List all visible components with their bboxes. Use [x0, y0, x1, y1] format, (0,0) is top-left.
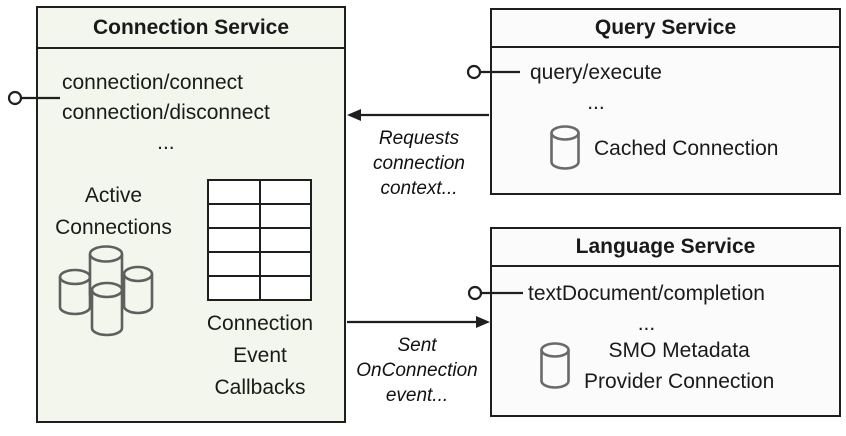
active-connections-label: Active Connections: [55, 184, 172, 239]
requests-connection-arrow: [347, 109, 489, 121]
cached-connection-label: Cached Connection: [594, 136, 779, 160]
query-service-box: Query Service query/execute ... Cached C…: [490, 8, 841, 195]
connection-service-methods: connection/connect connection/disconnect…: [62, 68, 270, 158]
sent-onconnection-label: Sent OnConnection event...: [356, 335, 478, 406]
connection-service-box: Connection Service connection/connect co…: [36, 6, 346, 423]
database-cylinders-icon: [58, 245, 154, 337]
language-service-box: Language Service textDocument/completion…: [490, 227, 841, 417]
method-connection-disconnect: connection/disconnect: [62, 101, 270, 124]
connection-service-title: Connection Service: [38, 8, 344, 49]
methods-ellipsis: ...: [637, 312, 656, 335]
language-service-title: Language Service: [492, 229, 839, 267]
methods-ellipsis: ...: [587, 91, 605, 114]
method-query-execute: query/execute: [530, 61, 662, 84]
sent-onconnection-arrow: [347, 316, 490, 328]
query-service-methods: query/execute ...: [530, 58, 662, 118]
database-cylinder-icon: [550, 125, 580, 170]
query-service-title: Query Service: [492, 10, 839, 48]
method-connection-connect: connection/connect: [62, 71, 243, 94]
connection-event-callbacks-label: Connection Event Callbacks: [206, 312, 314, 399]
language-service-methods: textDocument/completion ...: [528, 279, 765, 339]
database-cylinder-icon: [540, 342, 570, 389]
method-textdocument-completion: textDocument/completion: [528, 282, 765, 305]
requests-connection-label: Requests connection context...: [373, 128, 465, 199]
methods-ellipsis: ...: [157, 131, 175, 154]
cached-connection-row: Cached Connection: [550, 120, 778, 176]
smo-metadata-row: SMO Metadata Provider Connection: [540, 335, 774, 397]
smo-metadata-label: SMO Metadata Provider Connection: [584, 339, 775, 393]
callbacks-table: [207, 179, 312, 301]
